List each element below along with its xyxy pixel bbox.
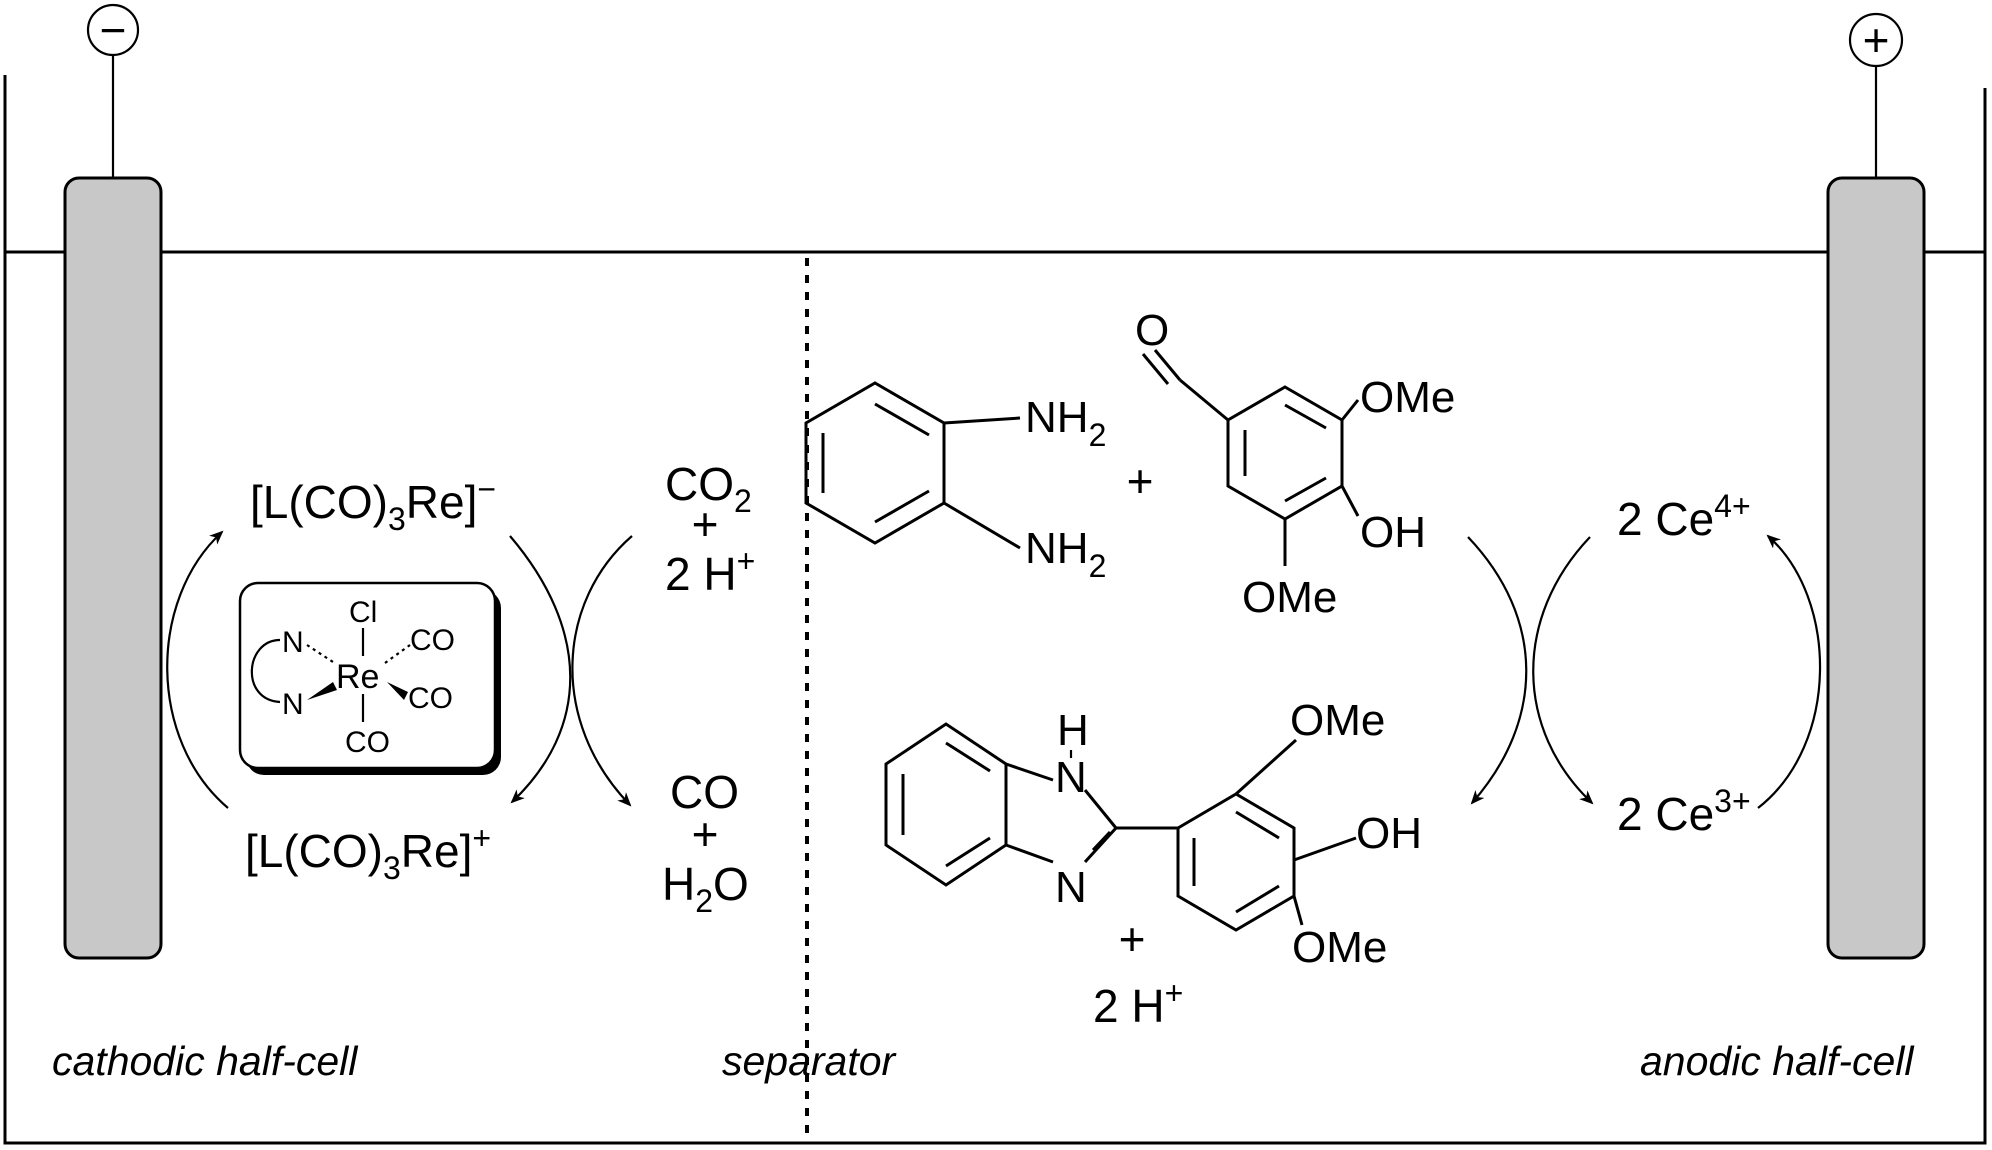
cathodic-half-cell-label: cathodic half-cell	[52, 1038, 359, 1084]
cell-vessel	[3, 75, 1987, 1145]
ce4-reduction-arrow	[1532, 536, 1594, 805]
o-phenylenediamine: NH2 NH2	[804, 381, 1106, 584]
nitrogen-upper: N	[282, 626, 304, 659]
cathode-minus-sign: −	[100, 4, 127, 56]
nitrogen-lower: N	[282, 688, 304, 721]
anode-electrode: +	[1826, 12, 1926, 960]
co2-reduction-arrow	[571, 535, 633, 807]
imidazole-nh-nitrogen: N	[1055, 753, 1087, 802]
vessel-wall	[3, 75, 1987, 1145]
water-product: H2O	[662, 858, 749, 919]
card-face	[238, 581, 497, 770]
co-ligand-axial: CO	[345, 726, 390, 759]
product-methoxy-lower: OMe	[1292, 923, 1387, 972]
oxidation-arrow-left	[1467, 536, 1528, 805]
product-hydroxyl: OH	[1356, 809, 1422, 858]
re-n-wedge-bond	[307, 682, 337, 700]
methoxy-lower: OMe	[1242, 573, 1337, 622]
re-n-hashed-bond	[306, 644, 334, 663]
hydroxyl-group: OH	[1360, 508, 1426, 557]
benzene-ring	[804, 381, 946, 545]
separator-label: separator	[722, 1038, 898, 1084]
amine-group-upper: NH2	[1025, 393, 1106, 453]
co-ligand-lower: CO	[408, 682, 453, 715]
reduced-catalyst-label: [L(CO)3Re]−	[250, 471, 496, 537]
oxidized-catalyst-label: [L(CO)3Re]+	[245, 820, 491, 886]
co2-plus-sign: +	[692, 498, 719, 550]
chloride-ligand: Cl	[349, 596, 377, 629]
anode-rod	[1826, 176, 1926, 960]
re-co-hashed-bond	[384, 644, 411, 664]
amine-group-lower: NH2	[1025, 524, 1106, 584]
rhenium-atom: Re	[336, 658, 379, 696]
ce3-reoxidation-arrow	[1757, 534, 1822, 809]
co-ligand-upper: CO	[410, 624, 455, 657]
reactants-plus-sign: +	[1127, 455, 1154, 507]
catalyst-structure-card: Re Cl CO N N CO CO	[238, 581, 501, 775]
protons-reactant: 2 H+	[665, 543, 755, 600]
co-product: CO	[670, 766, 739, 818]
imidazole-nh-hydrogen: H	[1057, 706, 1089, 755]
anode-plus-sign: +	[1863, 14, 1890, 66]
co-plus-sign: +	[692, 808, 719, 860]
cerium-iii-label: 2 Ce3+	[1617, 783, 1751, 840]
cathode-rod	[63, 176, 163, 960]
products-plus-sign: +	[1119, 913, 1146, 965]
methoxy-upper: OMe	[1360, 373, 1455, 422]
aldehyde-oxygen: O	[1135, 306, 1169, 355]
anode-terminal-circle	[1848, 12, 1904, 68]
product-protons: 2 H+	[1093, 975, 1183, 1032]
reduction-arrow-left	[166, 530, 229, 809]
catalyst-return-arrow	[509, 535, 572, 804]
bidentate-ligand-backbone	[250, 638, 281, 704]
re-co-wedge-bond	[387, 682, 408, 700]
product-methoxy-upper: OMe	[1290, 696, 1385, 745]
cerium-iv-label: 2 Ce4+	[1617, 488, 1751, 545]
cathode-terminal-circle	[86, 3, 140, 57]
syringaldehyde: O OMe OH OMe	[1135, 306, 1455, 622]
cathode-electrode: −	[63, 3, 163, 960]
anodic-half-cell-label: anodic half-cell	[1640, 1038, 1915, 1084]
co2-reactant: CO2	[665, 458, 752, 519]
imidazole-n-nitrogen: N	[1055, 863, 1087, 912]
benzimidazole-product: N H N OMe OH OMe	[884, 696, 1422, 972]
